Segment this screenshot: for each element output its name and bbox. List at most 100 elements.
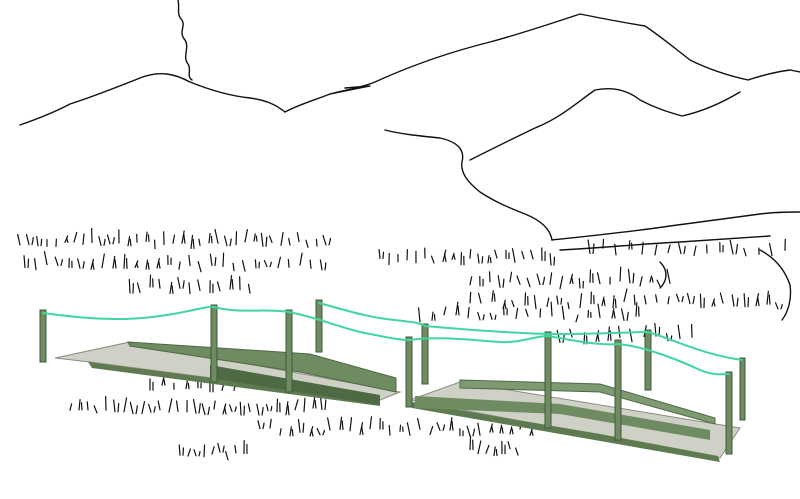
grass-tuft — [453, 254, 456, 260]
grass-tuft — [198, 403, 201, 414]
grass-tuft — [406, 422, 411, 436]
bridge-deck-right — [408, 381, 741, 459]
grass-tuft — [175, 400, 179, 412]
grass-tuft — [780, 304, 783, 310]
grass-tuft — [203, 444, 206, 458]
grass-tuft — [683, 245, 686, 255]
grass-tuft — [417, 417, 421, 430]
grass-tuft — [477, 253, 480, 264]
grass-tuft — [675, 293, 680, 303]
grass-tuft — [177, 276, 181, 289]
grass-tuft — [378, 248, 381, 260]
grass-tuft — [667, 244, 671, 254]
grass-tuft — [288, 237, 291, 246]
grass-tuft — [436, 422, 441, 431]
grass-tuft — [148, 403, 152, 413]
grass-tuft — [287, 258, 290, 268]
grass-tuft — [209, 253, 213, 267]
grass-tuft — [123, 253, 126, 269]
grass-tuft — [224, 406, 227, 415]
sketch-line-left-ridge — [177, 0, 193, 81]
grass-tuft — [614, 243, 617, 256]
grass-tuft — [147, 234, 150, 242]
grass-tuft — [261, 406, 264, 416]
grass-tuft — [141, 401, 146, 415]
post-9 — [644, 329, 652, 391]
post-5 — [405, 336, 413, 408]
grass-tuft — [135, 262, 139, 269]
grass-tuft — [149, 274, 152, 288]
grass-tuft — [66, 237, 69, 244]
grass-tuft — [509, 426, 513, 435]
grass-tuft — [477, 311, 481, 321]
grass-tuft — [297, 418, 301, 433]
grass-tuft — [315, 238, 318, 247]
grass-tuft — [768, 294, 771, 305]
grass-tuft — [472, 428, 476, 437]
grass-tuft — [302, 422, 305, 433]
grass-tuft — [612, 295, 615, 309]
grass-tuft — [78, 398, 81, 411]
bridge-wall-right — [415, 396, 710, 440]
grass-tuft — [736, 297, 739, 307]
grass-tuft — [639, 276, 643, 287]
grass-tuft — [550, 301, 553, 317]
grass-tuft — [665, 333, 669, 342]
grass-tuft — [239, 401, 242, 416]
grass-tuft — [171, 285, 174, 294]
grass-tuft — [225, 450, 229, 461]
grass-tuft — [511, 428, 514, 435]
grass-tuft — [477, 422, 481, 436]
grass-tuft — [255, 235, 258, 242]
grass-tuft — [681, 295, 684, 303]
grass-tuft — [493, 446, 496, 457]
grass-tuft — [491, 425, 494, 433]
bridge-posts — [39, 299, 746, 455]
mountain-sketch — [19, 0, 800, 321]
grass-tuft — [244, 229, 248, 243]
bridge — [39, 299, 746, 462]
grass-tuft — [569, 273, 574, 285]
grass-tuft — [312, 396, 316, 409]
grass-tuft — [613, 310, 616, 319]
grass-tuft — [609, 330, 612, 342]
grass-tuft — [229, 275, 233, 290]
grass-tuft — [314, 400, 317, 409]
grass-tuft — [768, 242, 773, 257]
grass-tuft — [214, 228, 219, 244]
grass-tuft — [168, 398, 173, 413]
grass-tuft — [201, 403, 206, 416]
post-10 — [725, 371, 733, 455]
grass-tuft — [417, 307, 421, 323]
grass-tuft — [549, 272, 553, 286]
grass-tuft — [60, 258, 64, 267]
grass-tuft — [305, 239, 309, 248]
grass-tuft — [153, 406, 156, 413]
grass-tuft — [129, 401, 134, 415]
grass-tuft — [755, 292, 760, 307]
grass-tuft — [229, 404, 233, 413]
grass-tuft — [455, 301, 459, 316]
grass-tuft — [291, 428, 294, 437]
grass-tuft — [82, 261, 85, 269]
grass-tuft — [556, 329, 561, 343]
grass-tuft — [511, 248, 516, 263]
sketch-line-right-curve — [759, 249, 792, 321]
grass-tuft — [127, 236, 131, 247]
grass-tuft — [311, 428, 314, 437]
grass-tuft — [213, 400, 216, 410]
grass-tuft — [322, 234, 327, 246]
grass-tuft — [649, 275, 653, 283]
grass-tuft — [188, 254, 191, 267]
grass-tuft — [231, 279, 234, 290]
grass-tuft — [327, 417, 331, 431]
grass-tuft — [677, 242, 682, 255]
grass-tuft — [158, 278, 161, 289]
grass-tuft — [188, 282, 191, 295]
grass-tuft — [319, 259, 323, 271]
grass-tuft — [216, 281, 221, 292]
grass-tuft — [430, 255, 435, 264]
grass-tuft — [444, 252, 447, 263]
grass-tuft — [546, 297, 550, 307]
